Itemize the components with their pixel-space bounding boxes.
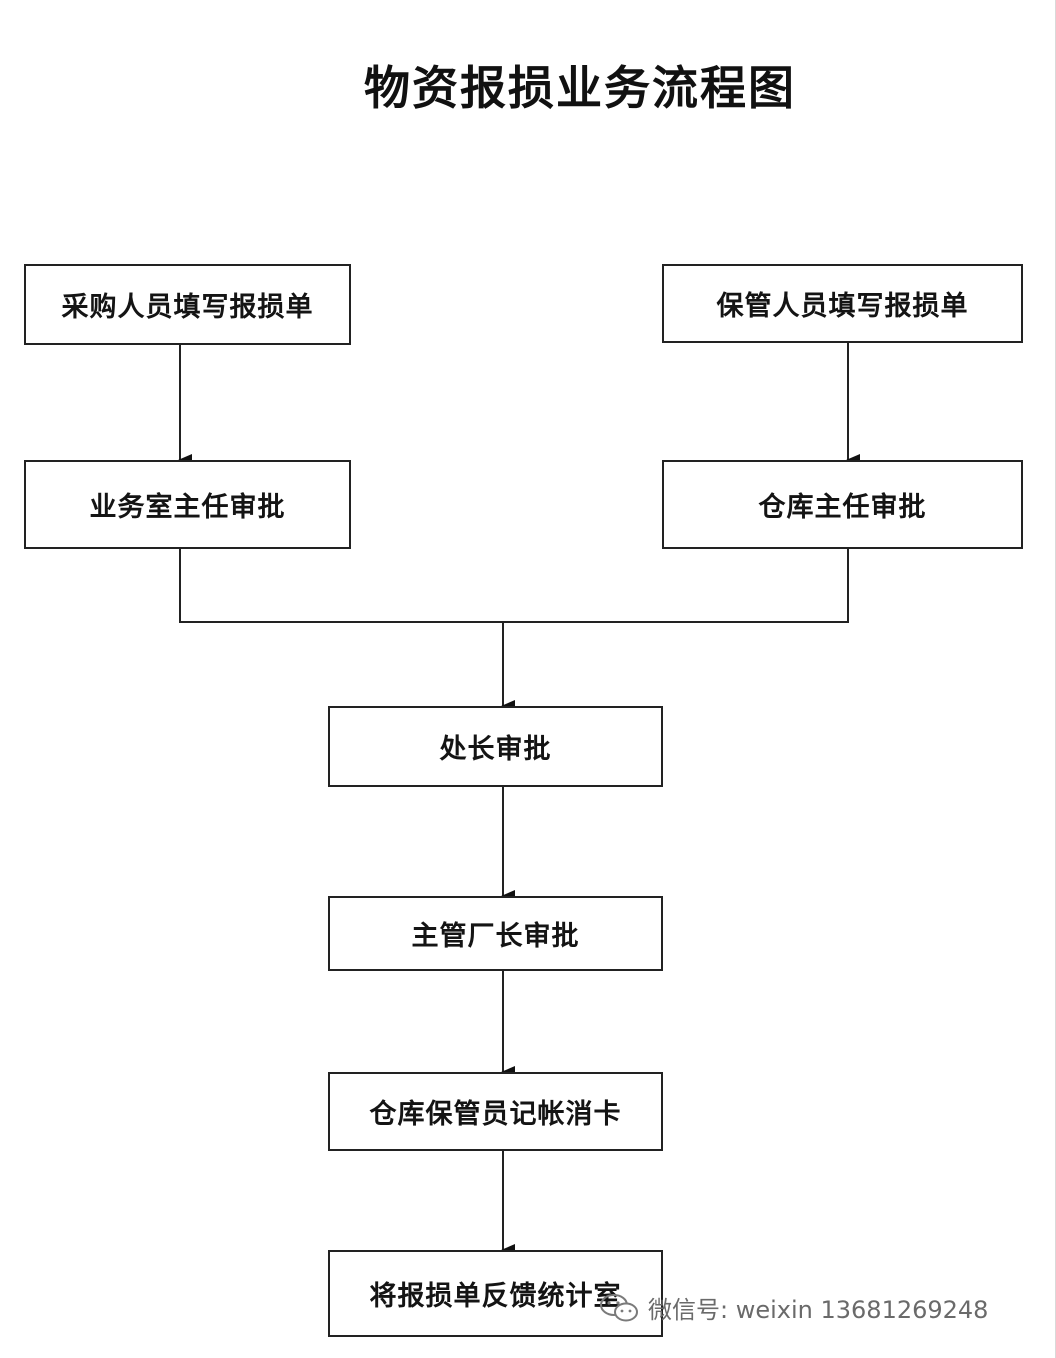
diagram-title: 物资报损业务流程图 xyxy=(364,61,796,115)
node-warehouse-director: 仓库主任审批 xyxy=(662,460,1023,549)
node-feedback: 将报损单反馈统计室 xyxy=(328,1250,663,1337)
node-keeper-fill: 保管人员填写报损单 xyxy=(662,264,1023,343)
watermark-text: 微信号: weixin 13681269248 xyxy=(648,1296,989,1324)
node-purchase-fill: 采购人员填写报损单 xyxy=(24,264,351,345)
watermark: 微信号: weixin 13681269248 xyxy=(598,1290,988,1325)
node-business-director: 业务室主任审批 xyxy=(24,460,351,549)
node-factory-manager: 主管厂长审批 xyxy=(328,896,663,971)
node-division-chief: 处长审批 xyxy=(328,706,663,787)
wechat-icon xyxy=(600,1293,638,1321)
node-keeper-record: 仓库保管员记帐消卡 xyxy=(328,1072,663,1151)
merge-line xyxy=(179,548,849,623)
